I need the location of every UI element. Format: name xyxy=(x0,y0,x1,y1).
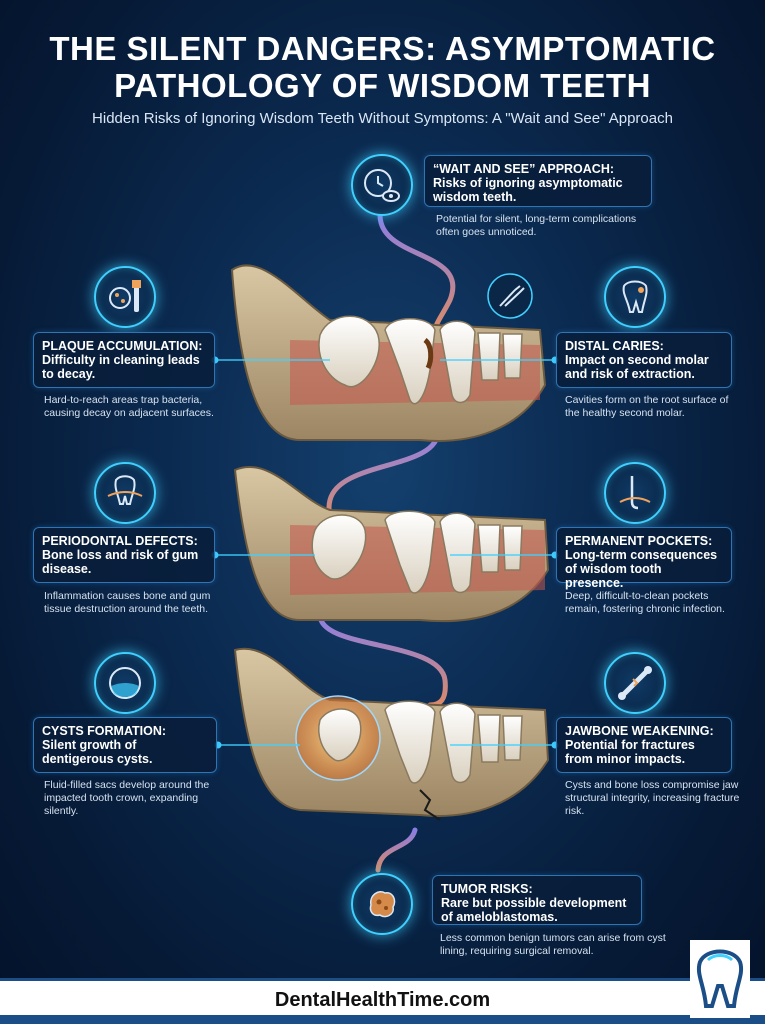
periodontal-description: Inflammation causes bone and gum tissue … xyxy=(44,590,211,615)
flow-arrow-4 xyxy=(375,827,418,873)
plaque-description: Hard-to-reach areas trap bacteria, causi… xyxy=(44,394,214,419)
jawbone-description: Cysts and bone loss compromise jaw struc… xyxy=(565,779,740,817)
jaw-section-1 xyxy=(230,264,547,442)
jawbone-heading: JAWBONE WEAKENING: xyxy=(565,724,714,738)
title-line-1: THE SILENT DANGERS: ASYMPTOMATIC xyxy=(49,30,716,67)
wait-and-see-box: “WAIT AND SEE” APPROACH: Risks of ignori… xyxy=(424,155,652,207)
periodontal-subheading: Bone loss and risk of gum disease. xyxy=(42,548,199,576)
pockets-box: PERMANENT POCKETS: Long-term consequence… xyxy=(556,527,732,590)
decayed-tooth-icon xyxy=(604,266,666,328)
periodontal-box: PERIODONTAL DEFECTS: Bone loss and risk … xyxy=(33,527,215,583)
tumor-box: TUMOR RISKS: Rare but possible developme… xyxy=(432,875,642,925)
cysts-box: CYSTS FORMATION: Silent growth of dentig… xyxy=(33,717,217,773)
tumor-subheading: Rare but possible development of amelobl… xyxy=(441,896,627,924)
bacteria-toothbrush-icon xyxy=(94,266,156,328)
wait-and-see-description: Potential for silent, long-term complica… xyxy=(436,213,637,238)
tumor-heading: TUMOR RISKS: xyxy=(441,882,533,896)
broken-bone-icon xyxy=(604,652,666,714)
pockets-description: Deep, difficult-to-clean pockets remain,… xyxy=(565,590,725,615)
wait-and-see-heading: “WAIT AND SEE” APPROACH: xyxy=(433,162,615,176)
jaw-section-2 xyxy=(233,466,550,623)
plaque-subheading: Difficulty in cleaning leads to decay. xyxy=(42,353,200,381)
caries-subheading: Impact on second molar and risk of extra… xyxy=(565,353,709,381)
jawbone-box: JAWBONE WEAKENING: Potential for fractur… xyxy=(556,717,732,773)
pockets-subheading: Long-term consequences of wisdom tooth p… xyxy=(565,548,718,590)
caries-description: Cavities form on the root surface of the… xyxy=(565,394,729,419)
fluid-sac-icon xyxy=(94,652,156,714)
footer-bar xyxy=(0,1015,765,1024)
cysts-heading: CYSTS FORMATION: xyxy=(42,724,167,738)
page-subtitle: Hidden Risks of Ignoring Wisdom Teeth Wi… xyxy=(92,110,673,127)
pockets-heading: PERMANENT POCKETS: xyxy=(565,534,713,548)
wait-and-see-subheading: Risks of ignoring asymptomatic wisdom te… xyxy=(433,176,623,204)
plaque-box: PLAQUE ACCUMULATION: Difficulty in clean… xyxy=(33,332,215,388)
tumor-description: Less common benign tumors can arise from… xyxy=(440,932,666,957)
flow-arrow-3 xyxy=(317,612,448,708)
periodontal-heading: PERIODONTAL DEFECTS: xyxy=(42,534,198,548)
periodontal-probe-icon xyxy=(604,462,666,524)
caries-heading: DISTAL CARIES: xyxy=(565,339,664,353)
cysts-description: Fluid-filled sacs develop around the imp… xyxy=(44,779,210,817)
jawbone-subheading: Potential for fractures from minor impac… xyxy=(565,738,695,766)
footer-site: DentalHealthTime.com xyxy=(274,989,491,1011)
tooth-logo-icon xyxy=(690,940,750,1018)
connector-lines xyxy=(215,359,555,746)
caries-box: DISTAL CARIES: Impact on second molar an… xyxy=(556,332,732,388)
plaque-heading: PLAQUE ACCUMULATION: xyxy=(42,339,203,353)
tooth-gum-icon xyxy=(94,462,156,524)
cysts-subheading: Silent growth of dentigerous cysts. xyxy=(42,738,153,766)
forceps-icon xyxy=(487,273,533,319)
clock-eye-icon xyxy=(351,154,413,216)
title-line-2: PATHOLOGY OF WISDOM TEETH xyxy=(114,67,651,104)
flow-arrow-2 xyxy=(326,427,441,525)
tumor-cell-icon xyxy=(351,873,413,935)
jaw-section-3 xyxy=(233,647,550,821)
page-title: THE SILENT DANGERS: ASYMPTOMATIC PATHOLO… xyxy=(0,30,765,104)
